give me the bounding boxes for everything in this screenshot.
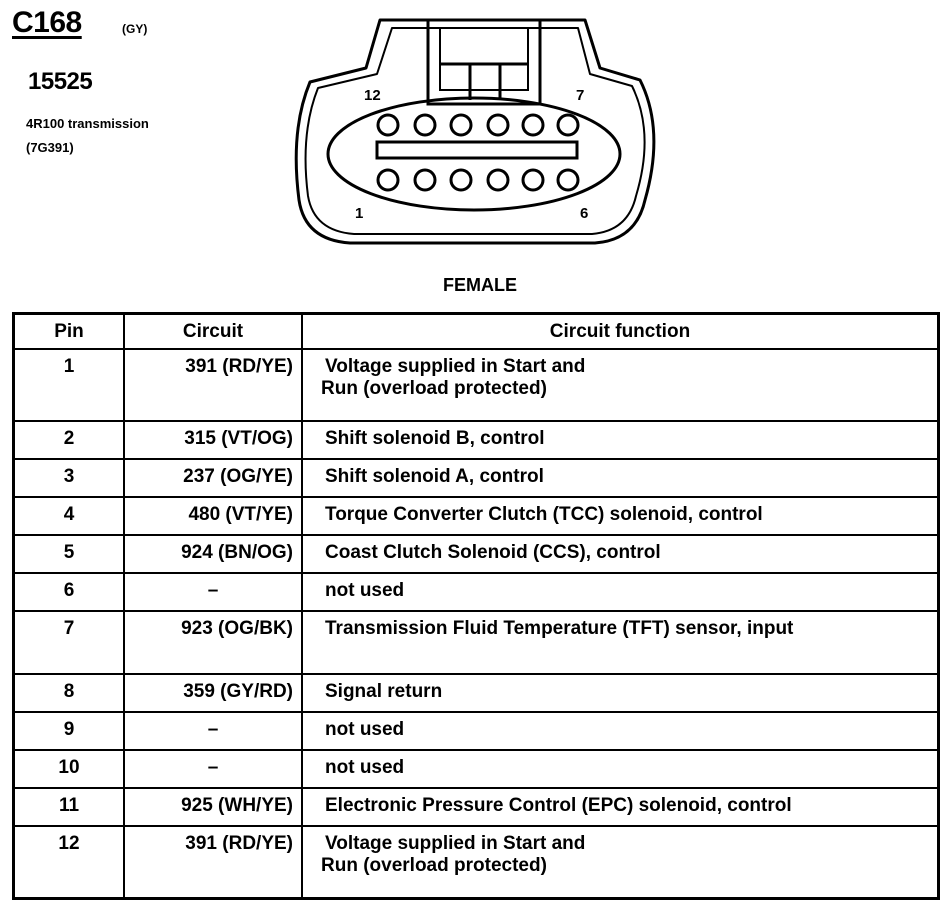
table-row: 2 315 (VT/OG) Shift solenoid B, control (12, 420, 940, 460)
function-cell: not used (301, 711, 940, 751)
pin-cell: 8 (12, 673, 125, 713)
function-cell: Electronic Pressure Control (EPC) soleno… (301, 787, 940, 827)
function-line: Run (overload protected) (321, 855, 547, 876)
pin-cell: 9 (12, 711, 125, 751)
function-line: not used (325, 580, 405, 601)
function-line: Run (overload protected) (321, 378, 547, 399)
function-line: not used (325, 719, 405, 740)
circuit-cell: – (123, 572, 303, 612)
table-row: 9 – not used (12, 711, 940, 751)
pin-cell: 3 (12, 458, 125, 498)
connector-color-code: (GY) (122, 22, 148, 36)
circuit-cell: 923 (OG/BK) (123, 610, 303, 675)
function-cell: Transmission Fluid Temperature (TFT) sen… (301, 610, 940, 675)
column-header-circuit-function: Circuit function (301, 312, 940, 350)
table-row: 6 – not used (12, 572, 940, 612)
table-row: 7 923 (OG/BK) Transmission Fluid Tempera… (12, 610, 940, 675)
circuit-cell: 924 (BN/OG) (123, 534, 303, 574)
connector-view-label: FEMALE (443, 275, 517, 295)
table-row: 5 924 (BN/OG) Coast Clutch Solenoid (CCS… (12, 534, 940, 574)
connector-face-diagram: 12 7 1 6 (294, 18, 656, 245)
pin-5-socket (521, 168, 545, 192)
pin-10-socket (449, 113, 473, 137)
pin-cell: 4 (12, 496, 125, 536)
function-line: Torque Converter Clutch (TCC) solenoid, … (325, 504, 763, 525)
connector-outer-housing (294, 18, 656, 245)
function-cell: not used (301, 572, 940, 612)
pin-cell: 12 (12, 825, 125, 900)
pinout-header-row: Pin Circuit Circuit function (12, 312, 940, 350)
table-row: 1 391 (RD/YE) Voltage supplied in Start … (12, 348, 940, 422)
pinout-table: Pin Circuit Circuit function 1 391 (RD/Y… (12, 312, 940, 900)
table-row: 12 391 (RD/YE) Voltage supplied in Start… (12, 825, 940, 900)
pin-label-12: 12 (364, 87, 381, 104)
pin-11-socket (413, 113, 437, 137)
function-line: Electronic Pressure Control (EPC) soleno… (325, 795, 792, 816)
column-header-circuit: Circuit (123, 312, 303, 350)
circuit-cell: 237 (OG/YE) (123, 458, 303, 498)
table-row: 10 – not used (12, 749, 940, 789)
circuit-cell: – (123, 749, 303, 789)
column-header-pin: Pin (12, 312, 125, 350)
function-line: Transmission Fluid Temperature (TFT) sen… (325, 618, 794, 639)
function-cell: Torque Converter Clutch (TCC) solenoid, … (301, 496, 940, 536)
circuit-cell: 391 (RD/YE) (123, 825, 303, 900)
function-line: Voltage supplied in Start and (325, 356, 586, 377)
pin-6-socket (556, 168, 580, 192)
circuit-cell: 480 (VT/YE) (123, 496, 303, 536)
circuit-cell: 315 (VT/OG) (123, 420, 303, 460)
function-line: not used (325, 757, 405, 778)
function-cell: not used (301, 749, 940, 789)
function-cell: Shift solenoid B, control (301, 420, 940, 460)
table-row: 4 480 (VT/YE) Torque Converter Clutch (T… (12, 496, 940, 536)
pin-3-socket (449, 168, 473, 192)
pin-cell: 1 (12, 348, 125, 422)
pin-9-socket (486, 113, 510, 137)
function-cell: Shift solenoid A, control (301, 458, 940, 498)
pin-1-socket (376, 168, 400, 192)
connector-id: C168 (12, 6, 82, 39)
table-row: 8 359 (GY/RD) Signal return (12, 673, 940, 713)
table-row: 11 925 (WH/YE) Electronic Pressure Contr… (12, 787, 940, 827)
pin-cell: 5 (12, 534, 125, 574)
pin-7-socket (556, 113, 580, 137)
pin-4-socket (486, 168, 510, 192)
pin-2-socket (413, 168, 437, 192)
circuit-cell: 359 (GY/RD) (123, 673, 303, 713)
component-part-code: (7G391) (26, 140, 74, 155)
pin-cell: 2 (12, 420, 125, 460)
part-number: 15525 (28, 68, 93, 95)
pin-cell: 7 (12, 610, 125, 675)
connector-lock-tab-outer (426, 18, 542, 106)
connector-cavity (326, 96, 622, 212)
pin-cell: 6 (12, 572, 125, 612)
function-line: Shift solenoid B, control (325, 428, 545, 449)
circuit-cell: 925 (WH/YE) (123, 787, 303, 827)
pin-cell: 10 (12, 749, 125, 789)
pin-cell: 11 (12, 787, 125, 827)
function-cell: Voltage supplied in Start and Run (overl… (301, 348, 940, 422)
pin-label-7: 7 (576, 87, 584, 104)
function-line: Shift solenoid A, control (325, 466, 544, 487)
connector-inner-housing (304, 27, 646, 235)
circuit-cell: 391 (RD/YE) (123, 348, 303, 422)
component-description: 4R100 transmission (26, 116, 149, 131)
pin-12-socket (376, 113, 400, 137)
connector-lock-tab-inner (439, 27, 529, 91)
function-cell: Voltage supplied in Start and Run (overl… (301, 825, 940, 900)
function-cell: Coast Clutch Solenoid (CCS), control (301, 534, 940, 574)
pin-8-socket (521, 113, 545, 137)
pin-label-1: 1 (355, 205, 363, 222)
function-cell: Signal return (301, 673, 940, 713)
function-line: Signal return (325, 681, 443, 702)
connector-key-bar (375, 140, 579, 160)
table-row: 3 237 (OG/YE) Shift solenoid A, control (12, 458, 940, 498)
function-line: Voltage supplied in Start and (325, 833, 586, 854)
function-line: Coast Clutch Solenoid (CCS), control (325, 542, 661, 563)
pin-label-6: 6 (580, 205, 588, 222)
circuit-cell: – (123, 711, 303, 751)
